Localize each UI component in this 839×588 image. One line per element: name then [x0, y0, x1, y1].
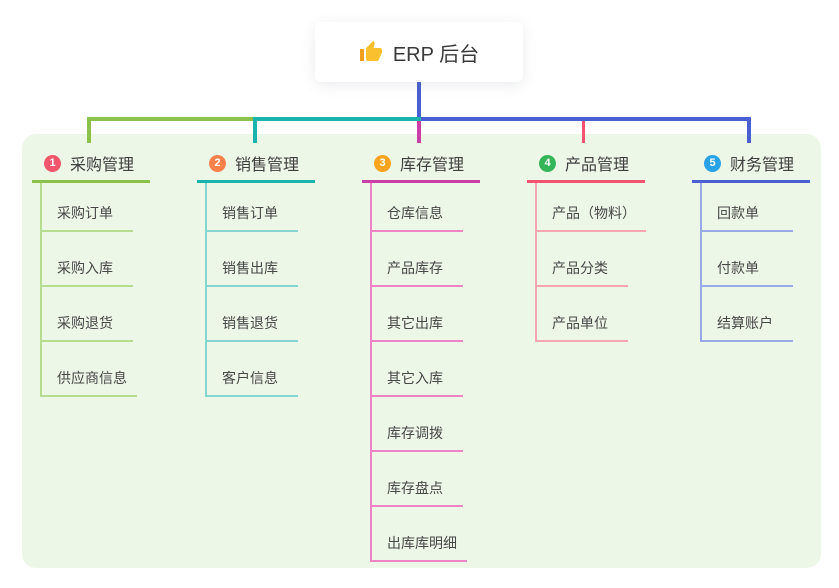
child-node[interactable]: 销售订单 — [205, 183, 298, 232]
branch-finance: 5 财务管理 回款单 付款单 结算账户 — [692, 146, 810, 342]
branch-header[interactable]: 4 产品管理 — [527, 146, 645, 183]
child-node[interactable]: 出库库明细 — [370, 507, 467, 562]
root-node[interactable]: ERP 后台 — [315, 22, 523, 82]
branch-number-badge: 5 — [704, 154, 721, 172]
child-node[interactable]: 付款单 — [700, 232, 793, 287]
child-node[interactable]: 销售出库 — [205, 232, 298, 287]
branch-product: 4 产品管理 产品（物料） 产品分类 产品单位 — [527, 146, 646, 342]
children-connector-line — [205, 183, 207, 397]
branch-sales: 2 销售管理 销售订单 销售出库 销售退货 客户信息 — [197, 146, 315, 397]
child-node[interactable]: 产品单位 — [535, 287, 628, 342]
child-node[interactable]: 仓库信息 — [370, 183, 463, 232]
branch-title: 库存管理 — [400, 157, 465, 174]
branches-panel — [22, 134, 821, 568]
drop-line-branch1 — [87, 117, 91, 143]
child-node[interactable]: 产品库存 — [370, 232, 463, 287]
child-node[interactable]: 库存调拨 — [370, 397, 463, 452]
children-connector-line — [370, 183, 372, 562]
child-node[interactable]: 销售退货 — [205, 287, 298, 342]
branch-number-badge: 2 — [209, 154, 226, 172]
drop-line-branch4 — [582, 121, 585, 143]
bus-line-right — [419, 117, 751, 121]
root-connector-line — [417, 82, 421, 121]
branch-title: 财务管理 — [730, 157, 795, 174]
branch-header[interactable]: 3 库存管理 — [362, 146, 480, 183]
child-node[interactable]: 产品分类 — [535, 232, 628, 287]
children-connector-line — [535, 183, 537, 342]
branch-title: 采购管理 — [70, 157, 135, 174]
child-node[interactable]: 采购订单 — [40, 183, 133, 232]
child-node[interactable]: 供应商信息 — [40, 342, 137, 397]
branch-number-badge: 4 — [539, 154, 556, 172]
branch-header[interactable]: 2 销售管理 — [197, 146, 315, 183]
branch-number-badge: 1 — [44, 154, 61, 172]
branch-inventory: 3 库存管理 仓库信息 产品库存 其它出库 其它入库 库存调拨 库存盘点 出库库… — [362, 146, 480, 562]
child-node[interactable]: 其它入库 — [370, 342, 463, 397]
bus-line-branch2 — [253, 117, 421, 121]
branch-number-badge: 3 — [374, 154, 391, 172]
bus-line-branch1 — [87, 117, 255, 121]
drop-line-branch2 — [253, 117, 257, 143]
thumbs-up-icon — [359, 40, 383, 64]
child-node[interactable]: 库存盘点 — [370, 452, 463, 507]
branch-title: 销售管理 — [235, 157, 300, 174]
children-connector-line — [700, 183, 702, 342]
branch-header[interactable]: 1 采购管理 — [32, 146, 150, 183]
root-label: ERP 后台 — [392, 43, 480, 66]
child-node[interactable]: 采购退货 — [40, 287, 133, 342]
child-node[interactable]: 客户信息 — [205, 342, 298, 397]
drop-line-branch3 — [417, 121, 421, 143]
child-node[interactable]: 其它出库 — [370, 287, 463, 342]
child-node[interactable]: 结算账户 — [700, 287, 793, 342]
children-connector-line — [40, 183, 42, 397]
child-node[interactable]: 采购入库 — [40, 232, 133, 287]
child-node[interactable]: 回款单 — [700, 183, 793, 232]
branch-purchase: 1 采购管理 采购订单 采购入库 采购退货 供应商信息 — [32, 146, 150, 397]
drop-line-branch5 — [747, 117, 751, 143]
child-node[interactable]: 产品（物料） — [535, 183, 646, 232]
branch-title: 产品管理 — [565, 157, 630, 174]
branch-header[interactable]: 5 财务管理 — [692, 146, 810, 183]
